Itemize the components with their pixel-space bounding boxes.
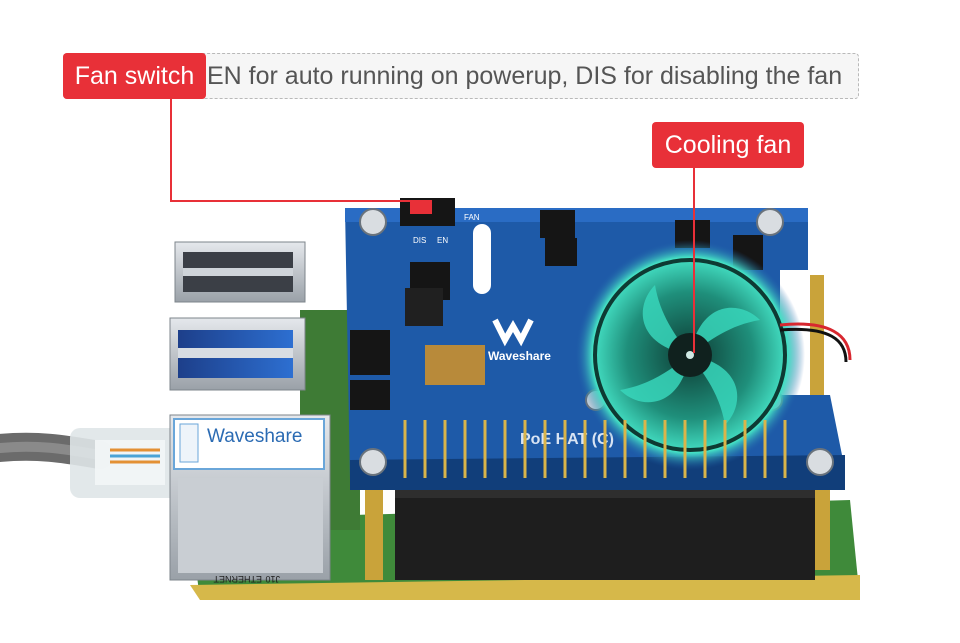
rj45-plug <box>70 428 180 498</box>
j10-silkscreen: J10 <box>265 574 280 584</box>
gpio-pins <box>403 420 787 478</box>
ethernet-silkscreen: ETHERNET <box>213 574 262 584</box>
ethernet-jack: Waveshare ETHERNET J10 <box>169 414 331 584</box>
cooling-fan-leader <box>693 168 695 353</box>
board-brand-text: Waveshare <box>488 349 551 363</box>
brass-standoffs <box>365 275 830 580</box>
label-sticker-text: Waveshare <box>207 426 302 447</box>
usb-ports <box>169 241 306 391</box>
fan-switch-leader-horizontal <box>170 200 422 202</box>
fan-switch-label: Fan switch <box>63 53 206 99</box>
switch-fan-label: FAN <box>464 213 480 222</box>
waveshare-logo-icon <box>492 318 534 347</box>
fan-switch-description: EN for auto running on powerup, DIS for … <box>207 62 843 90</box>
gpio-header <box>395 480 815 580</box>
fan-wires <box>779 322 852 363</box>
switch-en-label: EN <box>437 236 448 245</box>
cooling-fan-label: Cooling fan <box>652 122 804 168</box>
cooling-fan <box>575 240 805 470</box>
switch-dis-label: DIS <box>413 236 426 245</box>
board-title-silkscreen: PoE HAT (C) <box>520 431 614 448</box>
fan-switch-leader-vertical <box>170 99 172 201</box>
